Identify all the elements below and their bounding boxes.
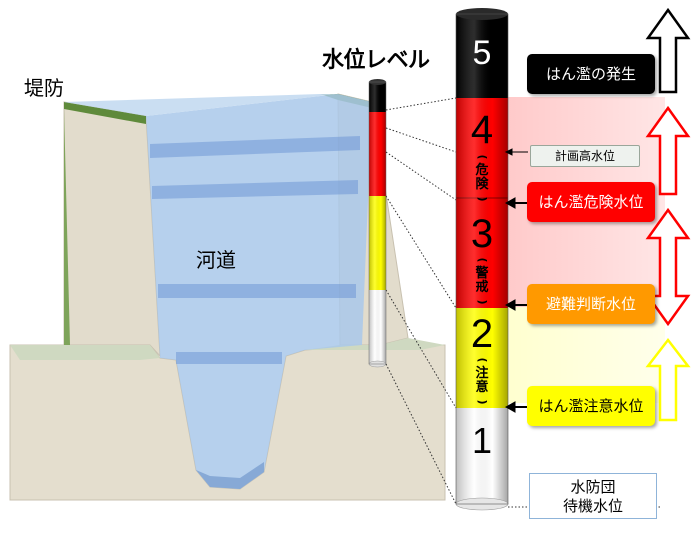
level-number-2: 2 (470, 312, 494, 356)
trend-arrows (645, 7, 691, 422)
flood-danger-box: はん濫危険水位 (527, 182, 655, 222)
flood-caution-box: はん濫注意水位 (527, 386, 655, 426)
arrow-up-red (645, 105, 691, 196)
level-number-1: 1 (471, 420, 493, 461)
level-number-3: 3 (470, 212, 494, 256)
planned-high-water-box: 計画高水位 (530, 145, 640, 167)
flood-occurrence-box: はん濫の発生 (527, 54, 655, 94)
level-line-4 (150, 136, 360, 158)
evacuation-decision-box: 避難判断水位 (527, 284, 655, 324)
level-line-1 (176, 352, 282, 364)
level-line-2 (158, 284, 356, 298)
pointer-arrows (504, 148, 528, 413)
ground-top-left (10, 345, 160, 360)
level-sub-4: (危険) (475, 154, 489, 202)
level-number-5: 5 (472, 34, 492, 72)
arrow-up-yellow (645, 337, 691, 422)
water-surface (64, 94, 338, 116)
main-gauge-pole (455, 8, 509, 511)
level-line-3 (152, 180, 358, 199)
arrow-double-red (645, 207, 691, 327)
ground-top-right (305, 338, 445, 350)
water-level-title: 水位レベル (322, 48, 430, 73)
level-sub-2: (注意) (475, 357, 489, 405)
river-channel-label: 河道 (196, 248, 236, 272)
embankment-label: 堤防 (24, 76, 64, 100)
grass-left (64, 102, 146, 124)
arrow-up-black (645, 7, 691, 94)
standby-level-box: 水防団 待機水位 (529, 473, 657, 519)
level-sub-3: (警戒) (475, 257, 489, 305)
embankment-left (63, 101, 161, 358)
standby-line-1: 水防団 (570, 478, 616, 496)
level-number-4: 4 (470, 108, 494, 152)
grass-left-side (64, 109, 70, 345)
standby-line-2: 待機水位 (562, 497, 623, 515)
channel-shade (196, 462, 264, 489)
small-gauge-pole (368, 79, 387, 368)
